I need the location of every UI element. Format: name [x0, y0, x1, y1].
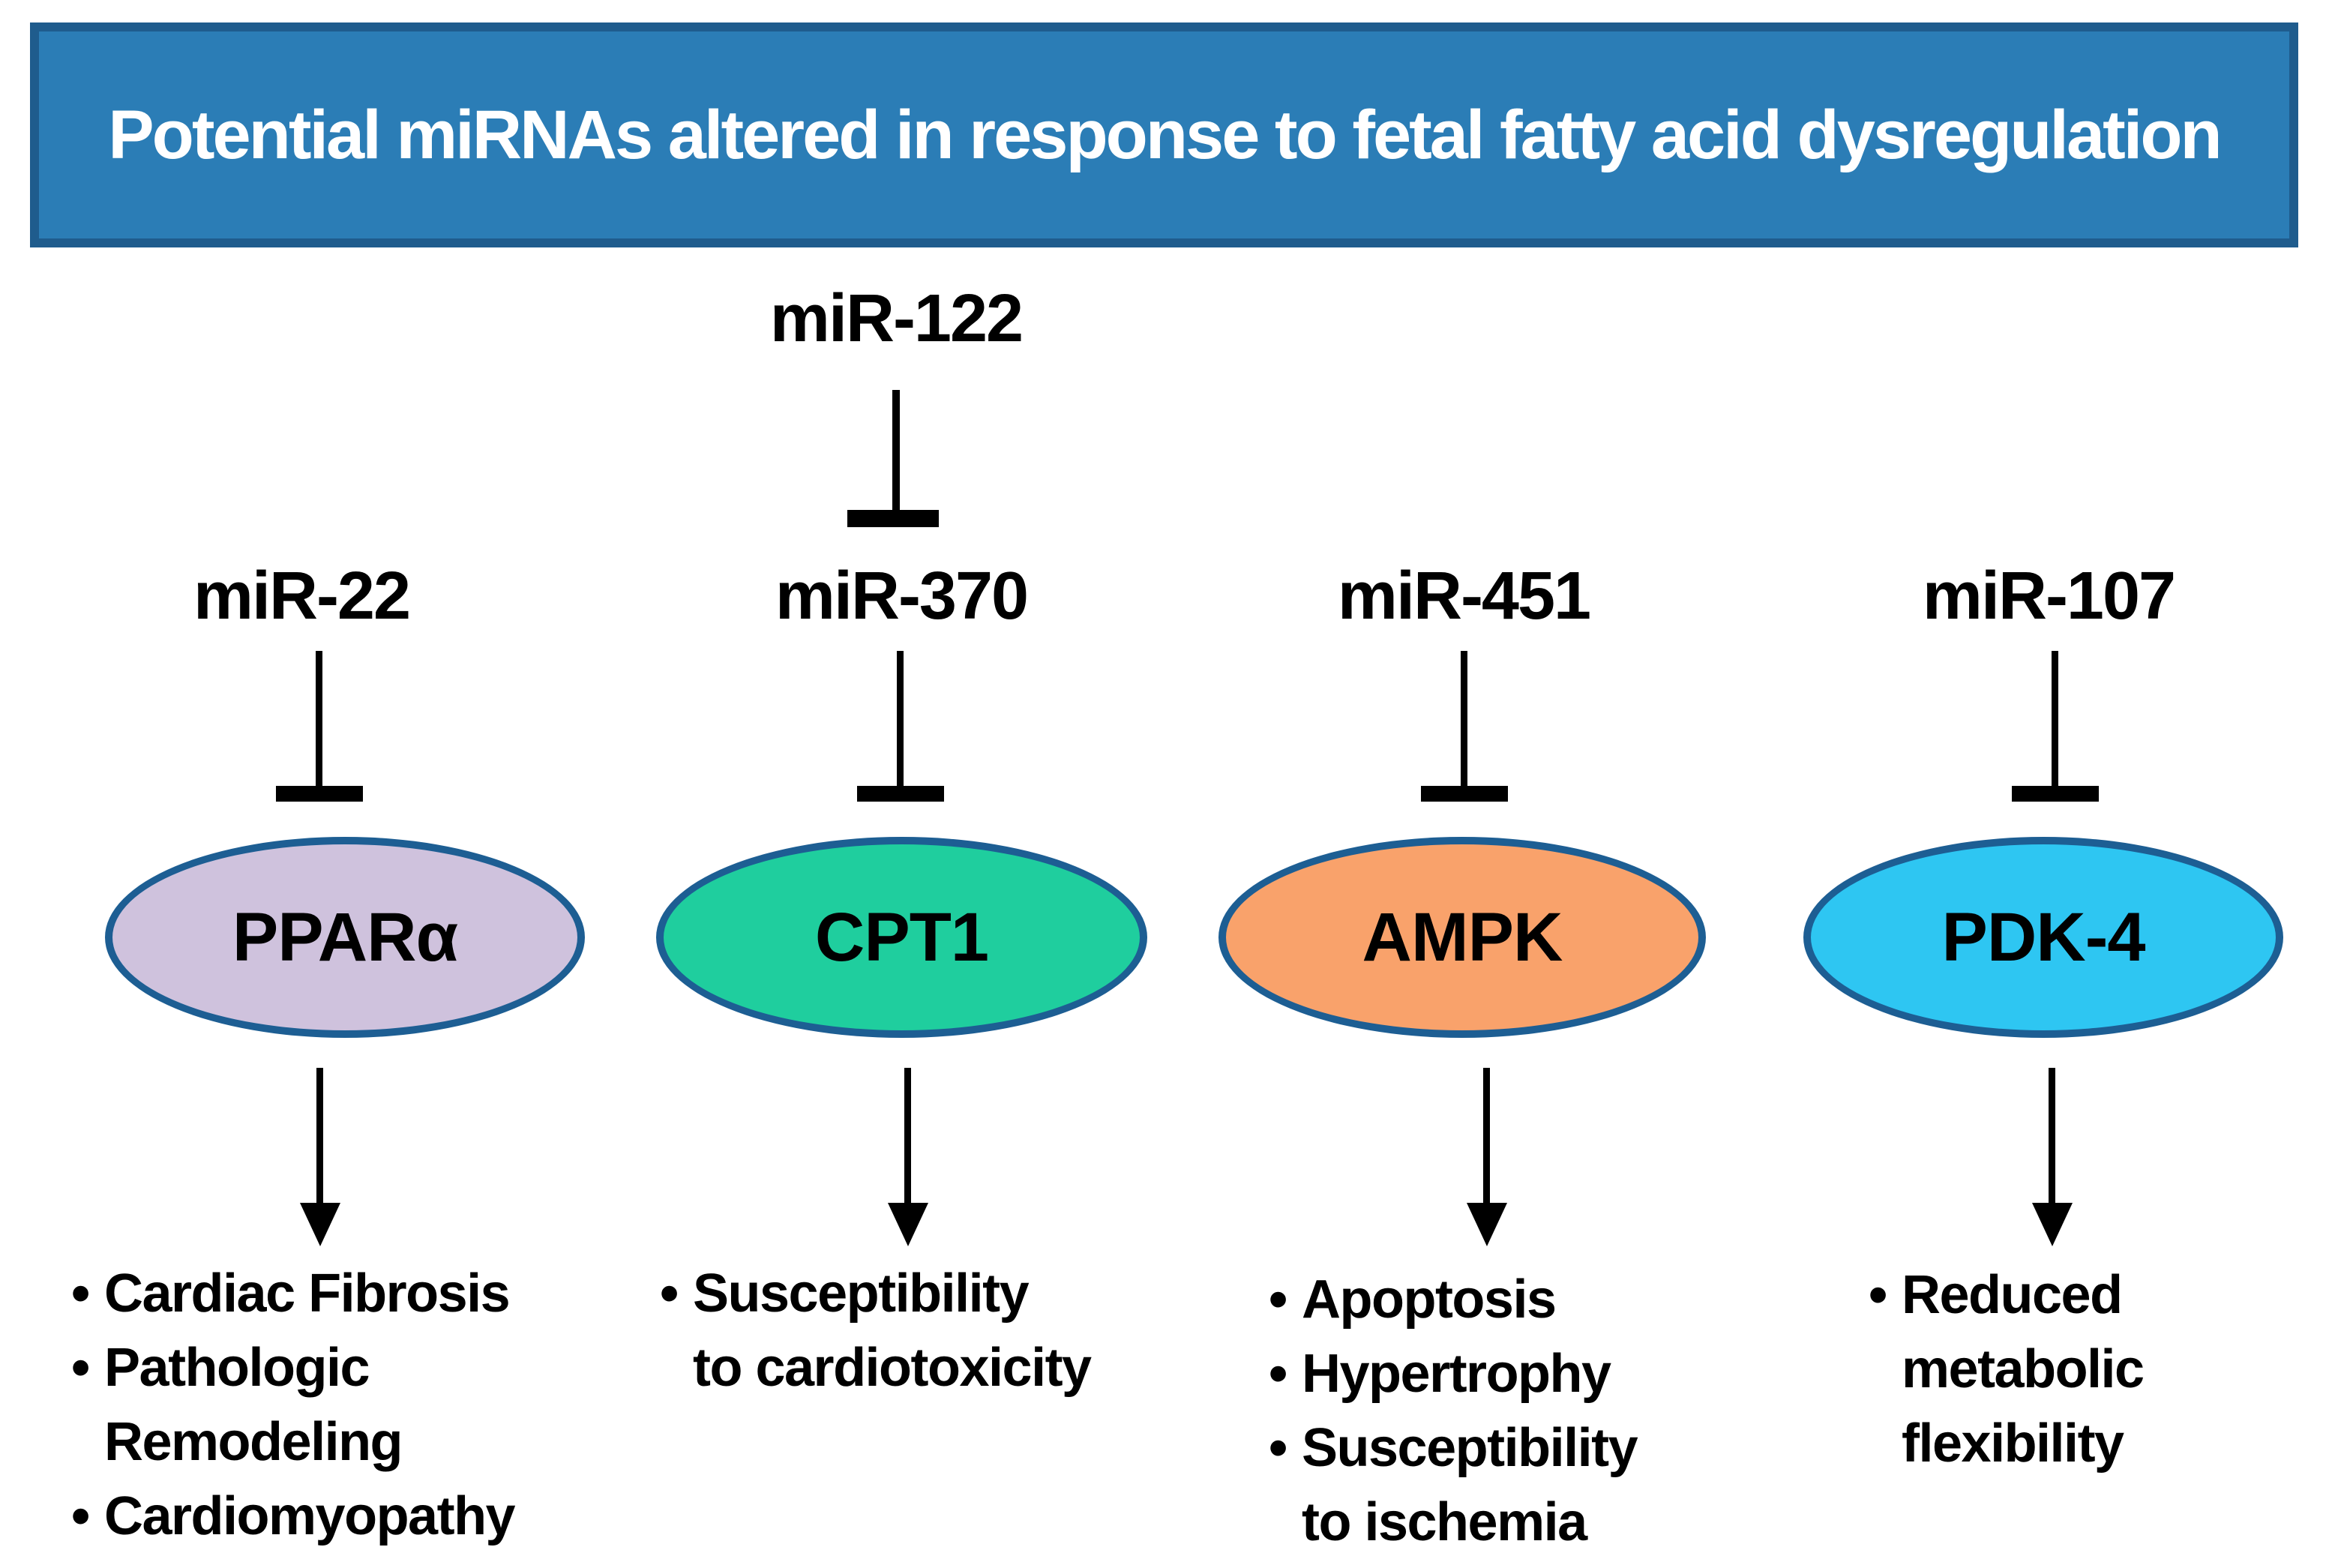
effect-arrow-head-ampk: [1467, 1203, 1507, 1246]
bullet-icon: •: [71, 1338, 90, 1398]
effect-item: •Apoptosis: [1269, 1263, 1854, 1337]
mirna-label-mir-370: miR-370: [775, 559, 1029, 634]
target-label-cpt1: CPT1: [814, 898, 989, 976]
effect-item: •Susceptibility to cardiotoxicity: [660, 1257, 1245, 1405]
mirna-label-mir-122: miR-122: [769, 281, 1024, 356]
target-label-ppara: PPARα: [232, 898, 458, 976]
target-node-ppara: PPARα: [105, 837, 585, 1038]
effect-label: Reduced metabolic flexibility: [1902, 1265, 2145, 1474]
mirna-label-mir-107: miR-107: [1922, 559, 2176, 634]
effects-list-pdk4: •Reduced metabolic flexibility: [1869, 1258, 2326, 1481]
inhibition-line-mir107-pdk4: [2052, 651, 2058, 786]
bullet-icon: •: [1269, 1418, 1287, 1478]
effect-label: Susceptibility to ischemia: [1302, 1418, 1638, 1552]
inhibition-cap-mir370-cpt1: [857, 786, 944, 802]
effect-item: •Cardiac Fibrosis: [71, 1257, 656, 1331]
target-node-cpt1: CPT1: [656, 837, 1147, 1038]
bullet-icon: •: [71, 1264, 90, 1324]
inhibition-cap-mir107-pdk4: [2012, 786, 2099, 802]
effect-arrow-line-ampk: [1483, 1068, 1490, 1209]
effect-label: Pathologic Remodeling: [104, 1338, 403, 1472]
title-banner: Potential miRNAs altered in response to …: [30, 22, 2298, 247]
effect-item: •Pathologic Remodeling: [71, 1331, 656, 1480]
effect-item: •Hypertrophy: [1269, 1337, 1854, 1411]
effect-arrow-head-ppara: [300, 1203, 340, 1246]
inhibition-line-mir122-mir370: [892, 390, 900, 510]
effect-item: •Susceptibility to ischemia: [1269, 1411, 1854, 1560]
effects-list-ampk: •Apoptosis•Hypertrophy•Susceptibility to…: [1269, 1263, 1854, 1560]
diagram-title: Potential miRNAs altered in response to …: [108, 96, 2222, 173]
inhibition-line-mir451-ampk: [1461, 651, 1467, 786]
target-label-ampk: AMPK: [1362, 898, 1563, 976]
effects-list-ppara: •Cardiac Fibrosis•Pathologic Remodeling•…: [71, 1257, 656, 1554]
inhibition-cap-mir122-mir370: [847, 510, 939, 527]
bullet-icon: •: [1269, 1344, 1287, 1404]
effect-arrow-line-ppara: [316, 1068, 323, 1209]
bullet-icon: •: [1869, 1265, 1887, 1325]
effect-arrow-head-pdk4: [2032, 1203, 2073, 1246]
effect-label: Apoptosis: [1302, 1270, 1557, 1330]
target-label-pdk4: PDK-4: [1941, 898, 2145, 976]
effect-arrow-head-cpt1: [888, 1203, 928, 1246]
effect-label: Susceptibility to cardiotoxicity: [693, 1264, 1092, 1398]
effect-item: •Cardiomyopathy: [71, 1480, 656, 1554]
effect-arrow-line-cpt1: [904, 1068, 911, 1209]
bullet-icon: •: [71, 1486, 90, 1546]
effect-label: Cardiomyopathy: [104, 1486, 516, 1546]
inhibition-line-mir370-cpt1: [897, 651, 904, 786]
target-node-pdk4: PDK-4: [1803, 837, 2283, 1038]
bullet-icon: •: [1269, 1270, 1287, 1330]
effect-label: Hypertrophy: [1302, 1344, 1611, 1404]
inhibition-cap-mir22-ppara: [276, 786, 363, 802]
inhibition-line-mir22-ppara: [316, 651, 322, 786]
mirna-label-mir-22: miR-22: [193, 559, 411, 634]
inhibition-cap-mir451-ampk: [1421, 786, 1508, 802]
effect-item: •Reduced metabolic flexibility: [1869, 1258, 2326, 1481]
target-node-ampk: AMPK: [1218, 837, 1706, 1038]
mirna-label-mir-451: miR-451: [1337, 559, 1591, 634]
effect-label: Cardiac Fibrosis: [104, 1264, 511, 1324]
effect-arrow-line-pdk4: [2049, 1068, 2055, 1209]
bullet-icon: •: [660, 1264, 679, 1324]
effects-list-cpt1: •Susceptibility to cardiotoxicity: [660, 1257, 1245, 1405]
